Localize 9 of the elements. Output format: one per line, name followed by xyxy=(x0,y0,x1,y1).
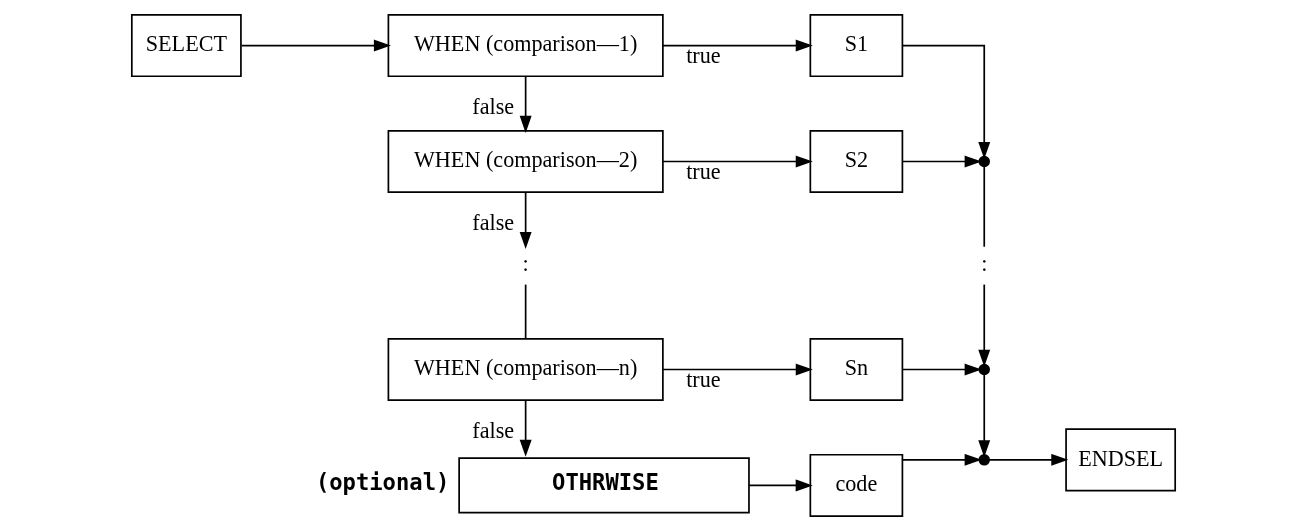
edge-label: true xyxy=(685,159,721,185)
node-text: : xyxy=(522,251,529,277)
node-text: : xyxy=(980,251,987,277)
edge-label: false xyxy=(471,210,514,236)
edge-label: true xyxy=(685,367,721,393)
node-label: (optional) xyxy=(315,468,449,495)
edge-label: false xyxy=(471,418,514,444)
edge-label: true xyxy=(685,43,721,69)
edge-label: false xyxy=(471,94,514,120)
